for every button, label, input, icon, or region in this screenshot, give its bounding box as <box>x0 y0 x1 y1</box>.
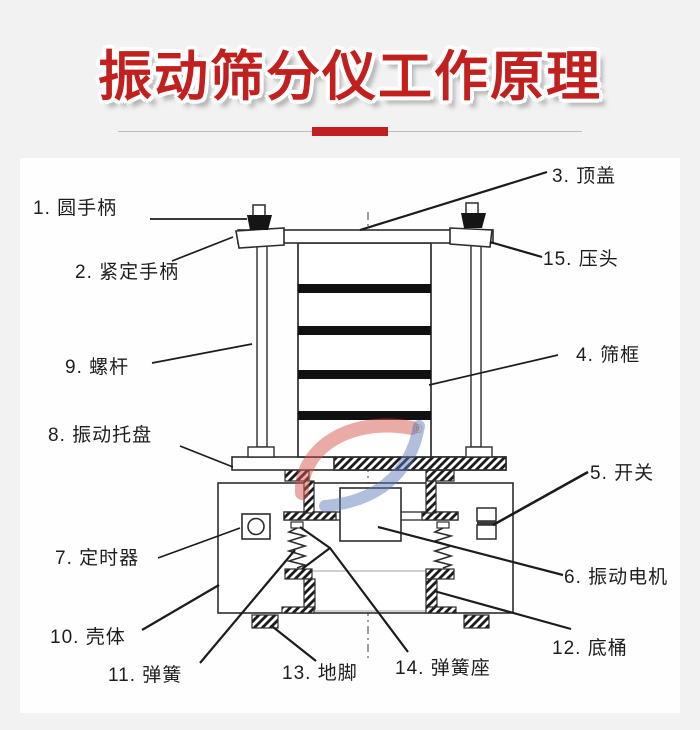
sieve-band-3 <box>298 370 431 379</box>
spring-seat-left <box>281 568 316 614</box>
label-12-bottom-pan: 12. 底桶 <box>552 638 628 659</box>
timer-dial <box>241 513 271 540</box>
foot-right <box>463 614 490 629</box>
foot-left <box>251 614 279 629</box>
spring-left <box>286 521 308 569</box>
tray-bolt-right <box>425 468 455 514</box>
label-3-top-cover: 3. 顶盖 <box>552 166 617 187</box>
leader-4-sieve-frame <box>428 354 559 386</box>
label-13-foot: 13. 地脚 <box>282 663 358 684</box>
vibration-motor-body <box>339 487 402 542</box>
registered-mark: ® <box>413 421 423 436</box>
press-head-right <box>449 227 493 248</box>
leader-13-foot <box>272 626 317 662</box>
label-9-screw-rod: 9. 螺杆 <box>65 357 130 378</box>
sieve-band-2 <box>298 326 431 335</box>
screw-rod-right <box>465 244 493 458</box>
leader-6-motor <box>377 525 564 577</box>
label-6-motor: 6. 振动电机 <box>564 567 669 588</box>
label-7-timer: 7. 定时器 <box>55 548 140 569</box>
leader-2-locking-handle <box>171 236 234 262</box>
label-8-tray: 8. 振动托盘 <box>48 425 153 446</box>
sieve-machine-diagram: ® <box>141 170 589 664</box>
title-divider-accent <box>312 127 388 136</box>
diagram-panel: ® 1. 圆手柄 2. 紧定手柄 3. 顶盖 4. 筛框 5. 开关 6. 振动… <box>20 158 680 713</box>
label-2-locking-handle: 2. 紧定手柄 <box>75 262 180 283</box>
sieve-band-1 <box>298 284 431 293</box>
label-15-press-head: 15. 压头 <box>543 249 619 270</box>
leader-12-bottom-pan <box>433 589 572 631</box>
leader-5-switch <box>492 470 589 527</box>
page-title: 振动筛分仪工作原理 <box>98 47 602 107</box>
round-handle-left <box>247 204 272 230</box>
press-head-left <box>235 227 285 249</box>
spring-seat-right <box>425 568 457 614</box>
watermark-logo: ® <box>295 418 425 512</box>
label-4-sieve-frame: 4. 筛框 <box>576 345 641 366</box>
vibration-tray-plate <box>231 456 507 471</box>
leader-3-top-cover <box>359 170 548 232</box>
label-1-round-handle: 1. 圆手柄 <box>33 198 118 219</box>
leader-7-timer <box>157 527 241 559</box>
leader-9-screw-rod <box>151 343 253 364</box>
label-11-spring: 11. 弹簧 <box>108 665 183 686</box>
label-14-spring-seat: 14. 弹簧座 <box>395 658 491 679</box>
label-10-housing: 10. 壳体 <box>50 627 126 648</box>
power-switch-body <box>476 507 497 540</box>
spring-right <box>432 521 454 569</box>
round-handle-right <box>461 202 486 228</box>
leader-11-spring <box>199 549 296 664</box>
leader-14-spring-seat-lower <box>301 547 331 570</box>
leader-10-housing <box>141 584 220 631</box>
label-5-switch: 5. 开关 <box>590 463 655 484</box>
leader-15-press-head <box>489 240 543 259</box>
sieve-band-4 <box>298 411 431 420</box>
screw-rod-left <box>247 244 275 458</box>
leader-lines <box>141 170 589 664</box>
leader-8-tray <box>179 445 234 468</box>
